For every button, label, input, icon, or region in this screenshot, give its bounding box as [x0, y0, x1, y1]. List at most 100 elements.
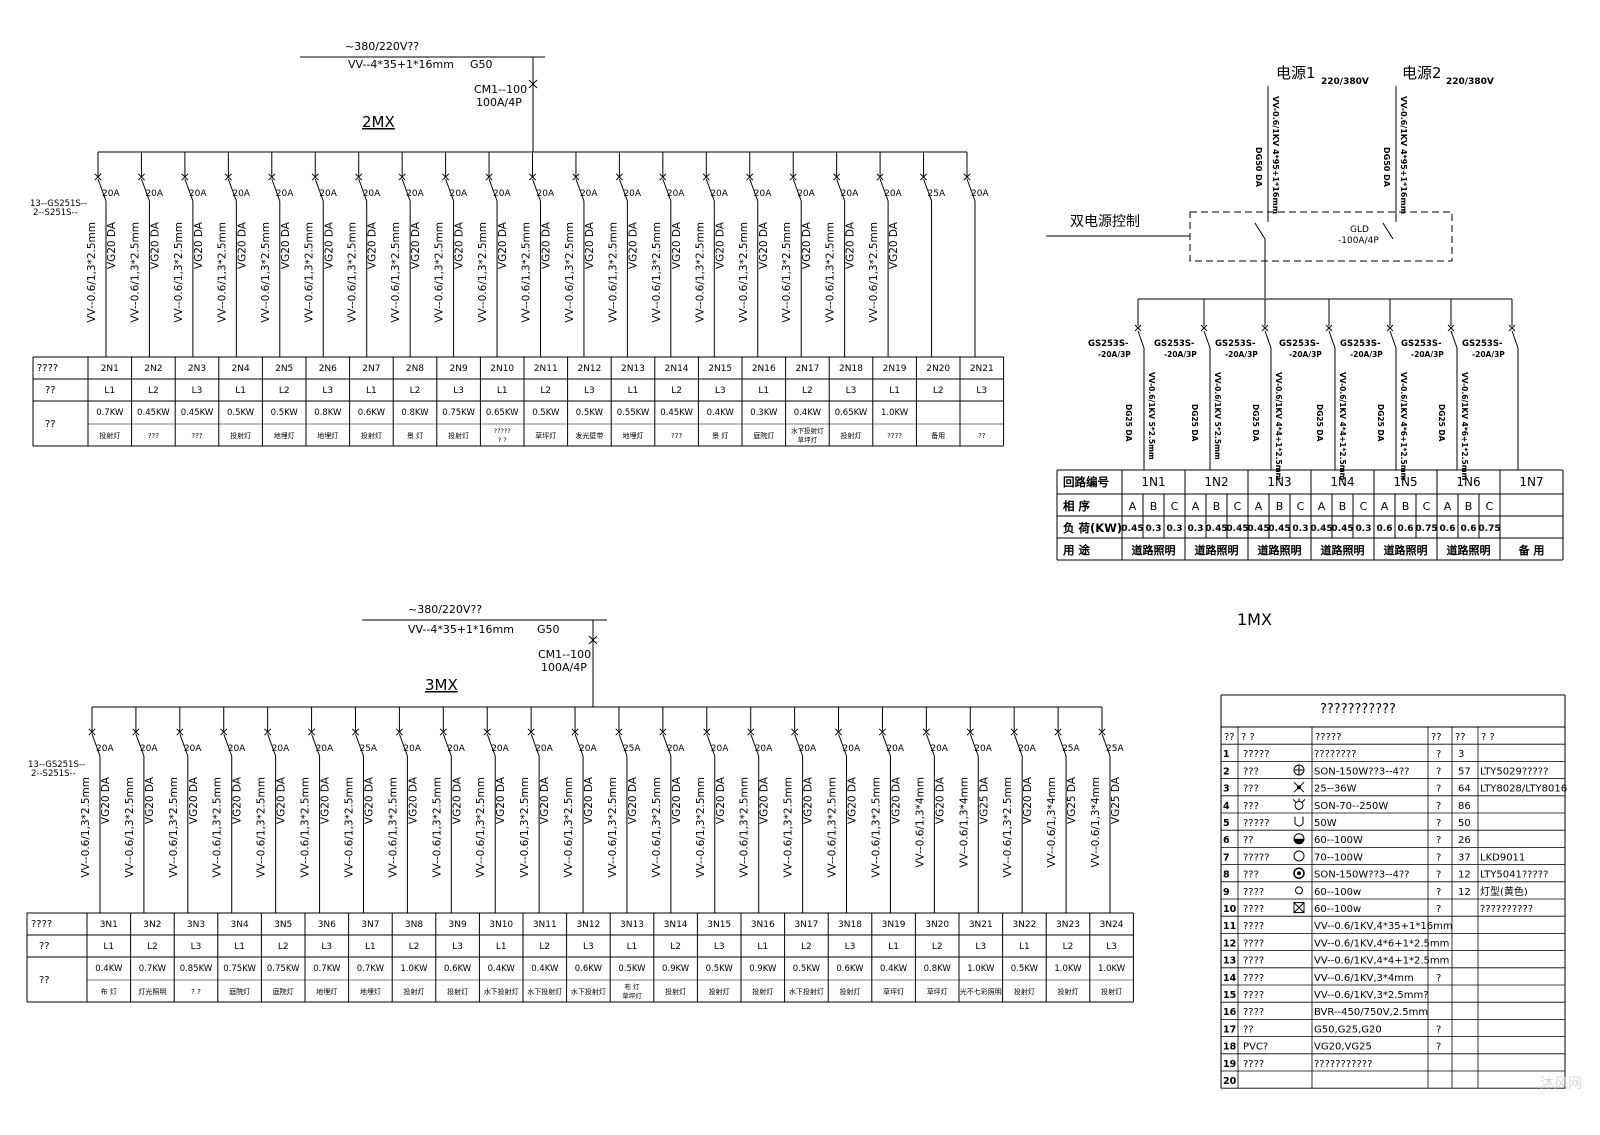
circuit-use: 投射灯 — [841, 431, 862, 440]
circuit-load: 0.8KW — [314, 408, 342, 418]
conduit-spec: VG20 DA — [323, 221, 335, 269]
cable-spec: VV--0.6/1,3*2.5mm — [434, 222, 446, 323]
circuit-use: 投射灯 — [1014, 987, 1035, 996]
breaker-rating: 20A — [232, 189, 250, 199]
circuit-id: 1N2 — [1204, 475, 1228, 489]
legend-row-spec: 60--100w — [1314, 887, 1361, 898]
legend-row-name: ?? — [1243, 1024, 1254, 1035]
circuit-phase: L1 — [103, 942, 114, 952]
legend-row-no: 20 — [1223, 1076, 1237, 1087]
legend-row-no: 4 — [1223, 801, 1230, 812]
circuit-load: 0.5KW — [227, 408, 255, 418]
legend-row-no: 3 — [1223, 784, 1230, 795]
breaker-rating: 20A — [537, 189, 555, 199]
breaker-rating: 25A — [1106, 744, 1124, 754]
circuit-load: 0.8KW — [924, 964, 952, 974]
uplight-icon — [1294, 816, 1304, 827]
phase-load: 0.75 — [1478, 524, 1500, 534]
breaker-rating: 20A — [886, 744, 904, 754]
breaker-rating: 20A — [754, 189, 772, 199]
breaker-rating: 20A — [450, 189, 468, 199]
conduit-spec: VG25 DA — [978, 776, 990, 824]
panel-3mx-header: ~380/220V?? VV--4*35+1*16mm G50 CM1--100… — [28, 603, 607, 779]
legend-row-name: ??? — [1243, 766, 1259, 777]
cable-spec: VV--0.6/1,3*2.5mm — [300, 777, 312, 878]
circuit-load: 1.0KW — [967, 964, 995, 974]
cable-spec: VV--0.6/1,3*4mm — [958, 777, 970, 868]
table-row-label-2: 负 荷(KW) — [1063, 521, 1122, 535]
circuit-phase: L2 — [1063, 942, 1074, 952]
circuit-use: 草坪灯 — [622, 991, 642, 1000]
circuit-id: 2N12 — [577, 364, 601, 374]
breaker-rating: 20A — [755, 744, 773, 754]
legend-row-spec: SON-70--250W — [1314, 801, 1388, 812]
panel-3mx-diagram: 20A VV--0.6/1,3*2.5mm VG20 DA 20A VV--0.6/1,… — [26, 620, 1134, 1003]
circuit-id: 2N11 — [534, 364, 558, 374]
panel-2mx-branch-note-2: 2--S251S-- — [33, 208, 78, 218]
circuit-load: 0.6KW — [358, 408, 386, 418]
legend-row-qty: 12 — [1458, 870, 1471, 881]
circuit-id: 3N20 — [925, 920, 949, 930]
conduit-spec: VG20 DA — [280, 221, 292, 269]
cable-spec: VV--0.6/1,3*4mm — [1090, 777, 1102, 868]
cable-spec: VV--0.6/1,3*2.5mm — [739, 777, 751, 878]
conduit-spec: VG20 DA — [407, 776, 419, 824]
circuit-phase: L1 — [234, 942, 245, 952]
conduit-spec: VG20 DA — [845, 221, 857, 269]
circuit-load: 0.4KW — [880, 964, 908, 974]
cable-spec: VV--0.6/1,3*2.5mm — [827, 777, 839, 878]
conduit-spec: VG20 DA — [803, 776, 815, 824]
cable-spec: VV--0.6/1,3*2.5mm — [519, 777, 531, 878]
branch-breaker-rating: -20A/3P — [1350, 350, 1383, 359]
breaker-rating: 20A — [145, 189, 163, 199]
panel-3mx-branch-note-1: 13--GS251S-- — [28, 760, 85, 770]
circuit-id: 3N24 — [1100, 920, 1124, 930]
legend-row-spec: ??????????? — [1314, 1059, 1372, 1070]
circuit-use: 水下投射灯 — [791, 426, 824, 435]
panel-3mx-cable: VV--4*35+1*16mm — [408, 623, 514, 636]
legend-row-note: ?????????? — [1480, 904, 1533, 915]
circuit-use: ???? — [887, 432, 902, 440]
circuit-use: 庭院灯 — [229, 987, 250, 996]
incoming-conduit: DG50 DA — [1254, 147, 1263, 188]
panel-3mx-branch-note-2: 2--S251S-- — [31, 769, 76, 779]
legend-row-no: 17 — [1223, 1024, 1236, 1035]
branch-breaker: GS253S- — [1401, 339, 1442, 349]
circuit-load: 0.5KW — [618, 964, 646, 974]
branch-cable: VV-0.6/1KV 5*2.5mm — [1147, 372, 1156, 460]
phase-label: A — [1381, 500, 1389, 513]
conduit-spec: VG20 DA — [454, 221, 466, 269]
breaker-rating: 20A — [184, 744, 202, 754]
breaker-rating: 20A — [406, 189, 424, 199]
cable-spec: VV--0.6/1,3*2.5mm — [168, 777, 180, 878]
circuit-id: 2N21 — [970, 364, 994, 374]
circuit-load: 0.5KW — [793, 964, 821, 974]
breaker-rating: 20A — [493, 189, 511, 199]
legend-row-name: ??? — [1243, 801, 1259, 812]
phase-load: 0.45 — [1310, 524, 1332, 534]
cable-spec: VV--0.6/1,3*2.5mm — [564, 222, 576, 323]
panel-3mx-breaker: CM1--100 — [538, 648, 591, 661]
circuit-phase: L3 — [715, 386, 726, 396]
breaker-rating: 20A — [228, 744, 246, 754]
circuit-use: 投射灯 — [230, 431, 251, 440]
circuit-phase: L1 — [757, 942, 768, 952]
box-x-icon — [1293, 902, 1305, 914]
panel-2mx-header: ~380/220V?? VV--4*35+1*16mm G50 CM1--100… — [30, 40, 545, 218]
half-circle-icon — [1293, 833, 1305, 845]
circuit-id: 1N6 — [1456, 475, 1480, 489]
legend-row-no: 15 — [1223, 990, 1236, 1001]
circuit-phase: L3 — [1106, 942, 1117, 952]
conduit-spec: VG20 DA — [584, 221, 596, 269]
circuit-use: ??? — [148, 432, 159, 440]
circuit-id: 2N10 — [490, 364, 514, 374]
legend-row-name: ???? — [1243, 887, 1264, 898]
circuit-id: 3N16 — [751, 920, 775, 930]
panel-3mx-supply: ~380/220V?? — [408, 603, 482, 616]
conduit-spec: VG20 DA — [232, 776, 244, 824]
cable-spec: VV--0.6/1,3*2.5mm — [651, 777, 663, 878]
circuit-load: 0.7KW — [357, 964, 385, 974]
circuit-use: 景 灯 — [712, 431, 728, 440]
legend-row-unit: ? — [1436, 818, 1441, 829]
circuit-id: 3N18 — [838, 920, 862, 930]
